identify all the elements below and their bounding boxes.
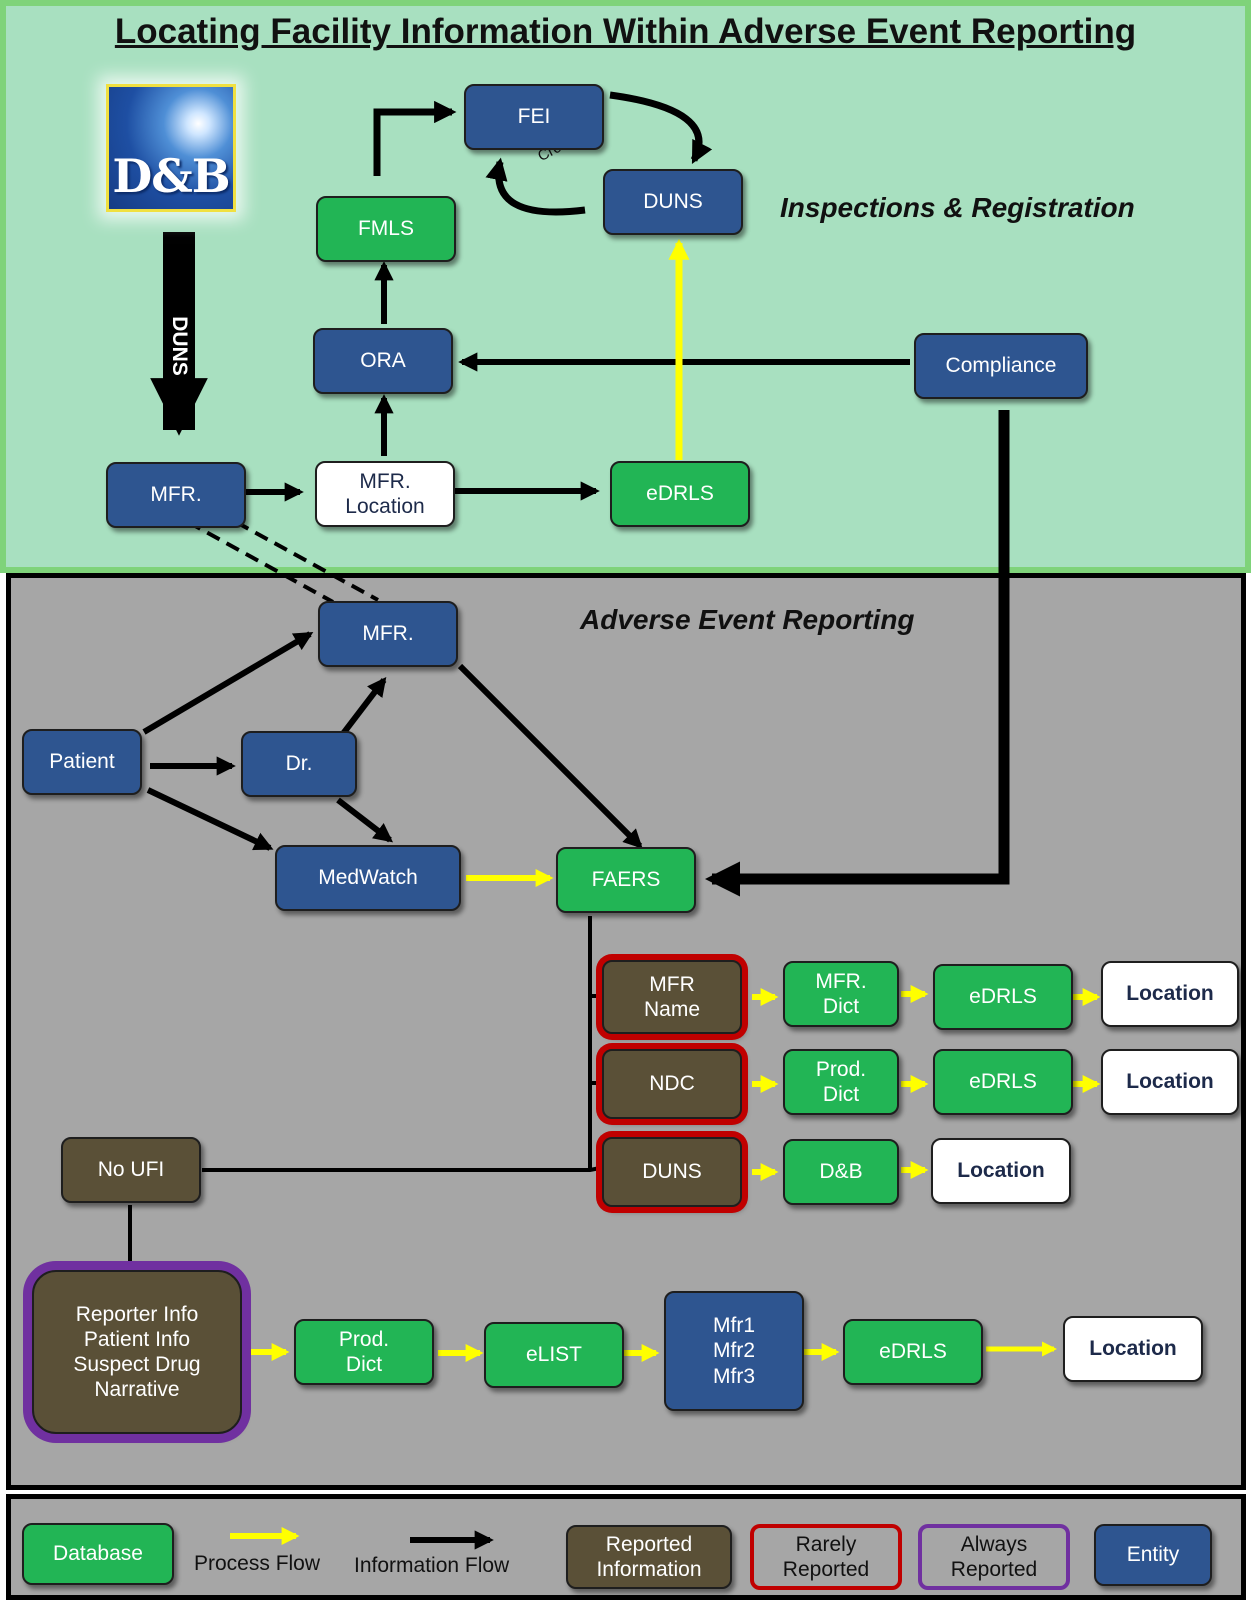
node-medwatch: MedWatch (275, 845, 461, 911)
node-compliance: Compliance (914, 333, 1088, 399)
legend-process-flow: Process Flow (194, 1552, 321, 1575)
node-mfr-top: MFR. (106, 462, 246, 528)
node-dr: Dr. (241, 731, 357, 797)
node-edrls-3: eDRLS (843, 1319, 983, 1385)
node-fei: FEI (464, 84, 604, 150)
arrow-dr-to-medwatch (336, 797, 394, 843)
legend-rarely-reported: Rarely Reported (750, 1524, 902, 1590)
node-faers: FAERS (556, 847, 696, 913)
inspections-registration-label: Inspections & Registration (780, 192, 1135, 223)
node-duns: DUNS (602, 1137, 742, 1207)
no-ufi-to-duns-line (202, 1166, 601, 1172)
node-duns-top: DUNS (603, 169, 743, 235)
adverse-event-reporting-label: Adverse Event Reporting (580, 604, 915, 635)
node-location-3: Location (931, 1138, 1071, 1204)
arrow-mfr-to-faers (457, 663, 643, 849)
node-patient: Patient (22, 729, 142, 795)
legend-information-flow: Information Flow (354, 1554, 510, 1577)
duns-arrow-label: DUNS (162, 296, 196, 396)
node-mfrs: Mfr1 Mfr2 Mfr3 (664, 1291, 804, 1411)
duns-arrow-label-text: DUNS (168, 316, 191, 376)
dashed-link-b (235, 520, 379, 602)
node-edrls-top: eDRLS (610, 461, 750, 527)
node-location-1: Location (1101, 961, 1239, 1027)
node-edrls-1: eDRLS (933, 964, 1073, 1030)
dashed-link-a (187, 520, 334, 604)
node-mfr: MFR. (318, 601, 458, 667)
arrow-fmls-to-fei (373, 100, 457, 176)
node-mfr-name: MFR Name (602, 960, 742, 1034)
legend-always-reported: Always Reported (918, 1524, 1070, 1590)
page-title: Locating Facility Information Within Adv… (114, 12, 1137, 51)
arrow-fei-to-duns-crosswalk (609, 91, 713, 164)
dnb-logo-text: D&B (112, 149, 230, 203)
node-mfr-dict: MFR. Dict (783, 961, 899, 1027)
node-edrls-2: eDRLS (933, 1049, 1073, 1115)
node-elist: eLIST (484, 1322, 624, 1388)
node-ndc: NDC (602, 1049, 742, 1119)
legend-entity: Entity (1094, 1524, 1212, 1586)
legend-reported-information: Reported Information (566, 1525, 732, 1589)
arrow-patient-to-medwatch (146, 787, 274, 851)
node-prod-dict-2: Prod. Dict (294, 1319, 434, 1385)
node-reporter-info: Reporter Info Patient Info Suspect Drug … (32, 1270, 242, 1434)
arrow-compliance-to-faers (704, 410, 1010, 897)
arrow-duns-to-fei-crosswalk (485, 157, 586, 216)
legend-database: Database (22, 1523, 174, 1585)
node-location-4: Location (1063, 1316, 1203, 1382)
node-location-2: Location (1101, 1049, 1239, 1115)
node-prod-dict-1: Prod. Dict (783, 1049, 899, 1115)
node-ora: ORA (313, 328, 453, 394)
arrow-dr-to-mfr (339, 676, 387, 737)
dnb-logo: D&B (106, 84, 236, 212)
arrow-patient-to-mfr (142, 631, 314, 735)
node-no-ufi: No UFI (61, 1137, 201, 1203)
node-dnb: D&B (783, 1139, 899, 1205)
node-fmls: FMLS (316, 196, 456, 262)
node-mfr-location: MFR. Location (315, 461, 455, 527)
